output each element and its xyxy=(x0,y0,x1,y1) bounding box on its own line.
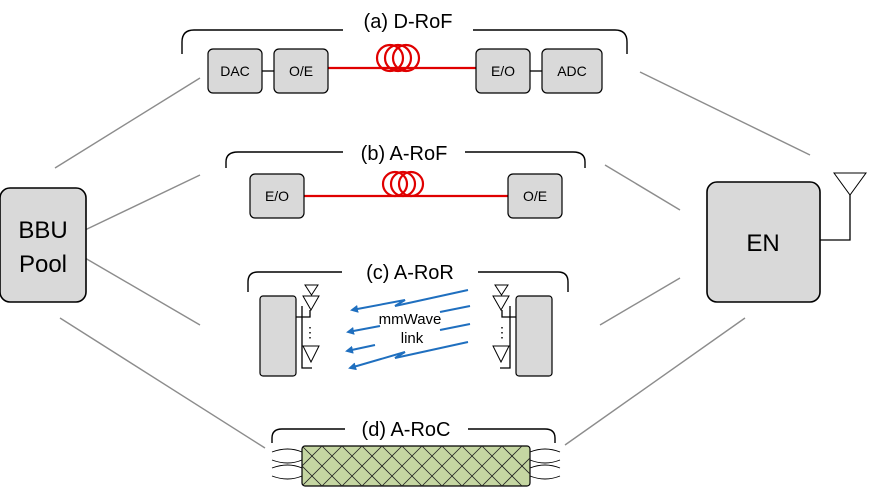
bbu-pool-box xyxy=(0,187,87,303)
section-b-fiber-coil-icon xyxy=(381,170,425,198)
left-antenna-icon-3 xyxy=(302,345,320,364)
block-oe-b xyxy=(507,173,563,219)
bbu-pool-node: BBU Pool xyxy=(0,187,87,303)
block-adc xyxy=(541,48,603,94)
section-d-brace xyxy=(271,428,556,443)
section-b-arof: (b) A-RoF E/O O/E xyxy=(225,143,586,219)
line-en-d xyxy=(564,317,746,446)
right-radio-unit xyxy=(515,295,553,377)
block-adc-label: ADC xyxy=(557,63,587,79)
line-en-c xyxy=(599,277,681,326)
section-a-title: (a) D-RoF xyxy=(364,11,453,33)
right-antenna-icon-3 xyxy=(492,345,510,364)
right-antenna-icon-1 xyxy=(494,284,509,296)
mmwave-arrow-4 xyxy=(348,341,469,371)
bbu-pool-label-1: BBU xyxy=(18,217,67,244)
block-eo-b-label: E/O xyxy=(265,188,289,204)
section-a-drof: (a) D-RoF DAC O/E E/O ADC xyxy=(181,11,628,94)
block-eo-b xyxy=(249,173,305,219)
line-en-b xyxy=(604,164,681,211)
copper-cable-icon xyxy=(271,445,561,487)
mmwave-arrows xyxy=(347,289,471,371)
section-d-title: (d) A-RoC xyxy=(362,419,451,441)
mmwave-arrow-2 xyxy=(348,305,471,332)
section-c-brace xyxy=(247,271,569,292)
line-bbu-c xyxy=(84,257,201,326)
mmwave-label-2: link xyxy=(401,330,424,347)
line-bbu-a xyxy=(54,77,201,169)
en-box xyxy=(706,181,821,303)
left-array-dots: ⋮ xyxy=(303,324,317,340)
mmwave-label-1: mmWave xyxy=(379,311,442,328)
section-a-brace xyxy=(181,29,628,54)
left-radio-unit xyxy=(259,295,297,377)
cable-wire-ends xyxy=(271,448,561,480)
left-antenna-icon-1 xyxy=(304,284,319,296)
section-a-fiber-coil-icon xyxy=(375,43,421,73)
right-array-feed xyxy=(500,306,516,369)
connection-lines xyxy=(54,71,811,449)
section-c-aror: (c) A-RoR ⋮ ⋮ mmWave link xyxy=(247,262,569,377)
en-antenna-icon xyxy=(833,172,867,196)
mmwave-arrow-3 xyxy=(347,323,471,351)
left-array-feed xyxy=(296,306,312,369)
en-node: EN xyxy=(706,172,867,303)
en-antenna-feed xyxy=(820,195,851,241)
block-oe-b-label: O/E xyxy=(523,188,547,204)
line-bbu-b xyxy=(84,174,201,231)
en-label: EN xyxy=(746,230,779,257)
section-c-title: (c) A-RoR xyxy=(366,262,454,284)
mmwave-arrow-1 xyxy=(350,289,469,313)
line-bbu-d xyxy=(59,317,266,449)
right-array-dots: ⋮ xyxy=(495,324,509,340)
line-en-a xyxy=(639,71,811,156)
block-oe-a xyxy=(273,48,329,94)
block-dac xyxy=(207,48,263,94)
section-b-title: (b) A-RoF xyxy=(361,143,448,165)
section-d-aroc: (d) A-RoC xyxy=(271,419,561,487)
block-eo-a-label: E/O xyxy=(491,63,515,79)
block-dac-label: DAC xyxy=(220,63,250,79)
left-antenna-icon-2 xyxy=(302,295,320,312)
section-b-brace xyxy=(225,151,586,168)
block-eo-a xyxy=(475,48,531,94)
right-antenna-icon-2 xyxy=(492,295,510,312)
block-oe-a-label: O/E xyxy=(289,63,313,79)
bbu-pool-label-2: Pool xyxy=(19,251,67,278)
